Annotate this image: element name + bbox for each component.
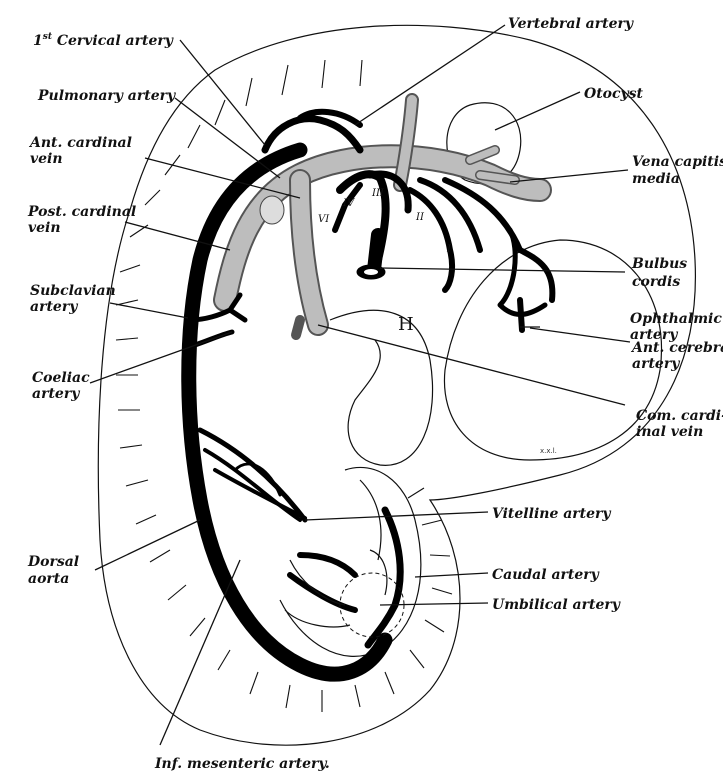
label-bulbus-cordis-line2: cordis: [632, 274, 680, 290]
forebrain-outline: [444, 240, 661, 460]
label-vertebral-artery: Vertebral artery: [508, 16, 634, 32]
label-1st-cervical-artery: 1st Cervical artery: [33, 32, 174, 49]
label-umbilical-artery: Umbilical artery: [492, 597, 621, 613]
label-com-cardinal-vein-line1: Com. cardi-: [636, 408, 723, 424]
label-vena-capitis-media-line2: media: [632, 171, 680, 187]
label-subclavian-artery-line1: Subclavian: [30, 283, 116, 299]
label-ant-cerebral-artery-line1: Ant. cerebral: [630, 340, 723, 356]
label-coeliac-artery-line1: Coeliac: [32, 370, 90, 386]
label-com-cardinal-vein-line2: inal vein: [636, 424, 703, 440]
label-vitelline-artery: Vitelline artery: [492, 506, 611, 522]
label-ophthalmic-artery-line1: Ophthalmic: [630, 311, 722, 327]
arch-label-iv: IV: [342, 198, 356, 209]
label-bulbus-cordis-line1: Bulbus: [631, 256, 687, 272]
label-coeliac-artery-line2: artery: [32, 386, 80, 402]
label-dorsal-aorta-line2: aorta: [28, 571, 69, 587]
label-ant-cardinal-vein-line2: vein: [30, 151, 63, 167]
arch-label-vi: VI: [318, 214, 330, 225]
label-dorsal-aorta-line1: Dorsal: [27, 554, 79, 570]
label-pulmonary-artery: Pulmonary artery: [37, 88, 176, 104]
label-heart-h: H: [398, 314, 414, 335]
heart-outline: [330, 310, 433, 465]
artist-signature: x.x.l.: [540, 447, 557, 455]
label-inf-mesenteric-artery: Inf. mesenteric artery.: [154, 756, 330, 772]
label-post-cardinal-vein-line2: vein: [28, 220, 61, 236]
label-caudal-artery: Caudal artery: [492, 567, 600, 583]
label-ant-cardinal-vein-line1: Ant. cardinal: [28, 135, 132, 151]
arteries: [189, 112, 553, 674]
label-ant-cerebral-artery-line2: artery: [632, 356, 680, 372]
label-post-cardinal-vein-line1: Post. cardinal: [27, 204, 136, 220]
label-vena-capitis-media-line1: Vena capitis: [632, 154, 723, 170]
arch-label-iii: III: [371, 188, 385, 199]
label-otocyst: Otocyst: [584, 86, 644, 102]
arch-label-ii: II: [415, 212, 425, 223]
label-subclavian-artery-line2: artery: [30, 299, 78, 315]
leader-lines: [90, 25, 630, 745]
